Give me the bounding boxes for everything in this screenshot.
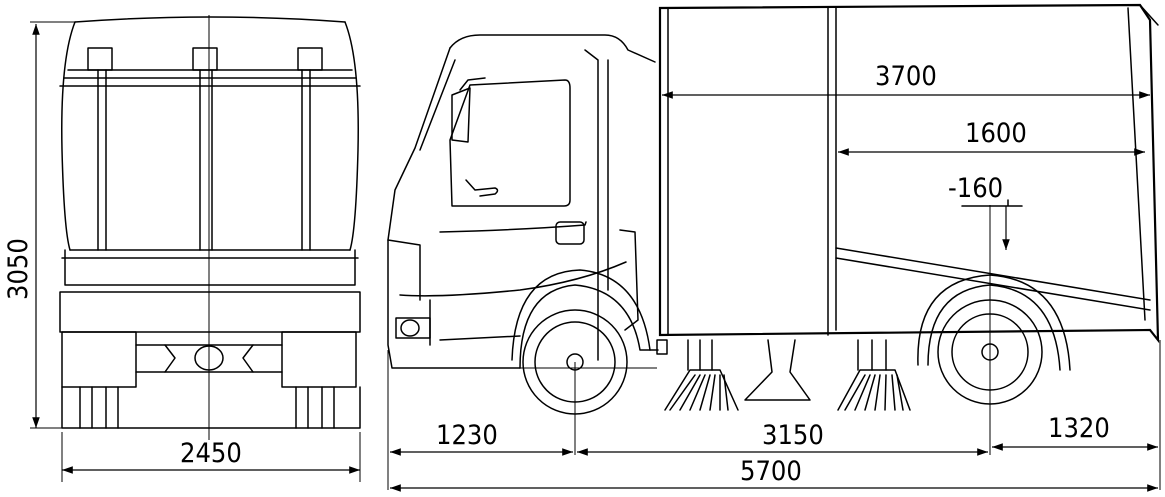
front-view-dimensions: 3050 2450 [3, 21, 361, 482]
hopper-length-label: 1600 [965, 118, 1027, 149]
front-view [59, 15, 361, 440]
side-view [387, 3, 1160, 415]
cg-offset-label: -160 [948, 173, 1003, 204]
height-dimension-label: 3050 [3, 238, 34, 300]
overall-length-label: 5700 [740, 456, 802, 487]
body-length-label: 3700 [875, 61, 937, 92]
wheelbase-label: 3150 [762, 420, 824, 451]
width-dimension-label: 2450 [180, 438, 242, 469]
front-overhang-label: 1230 [436, 420, 498, 451]
rear-overhang-label: 1320 [1048, 413, 1110, 444]
side-view-dimensions: 3700 1600 -160 1230 3150 1320 5700 [387, 61, 1161, 492]
